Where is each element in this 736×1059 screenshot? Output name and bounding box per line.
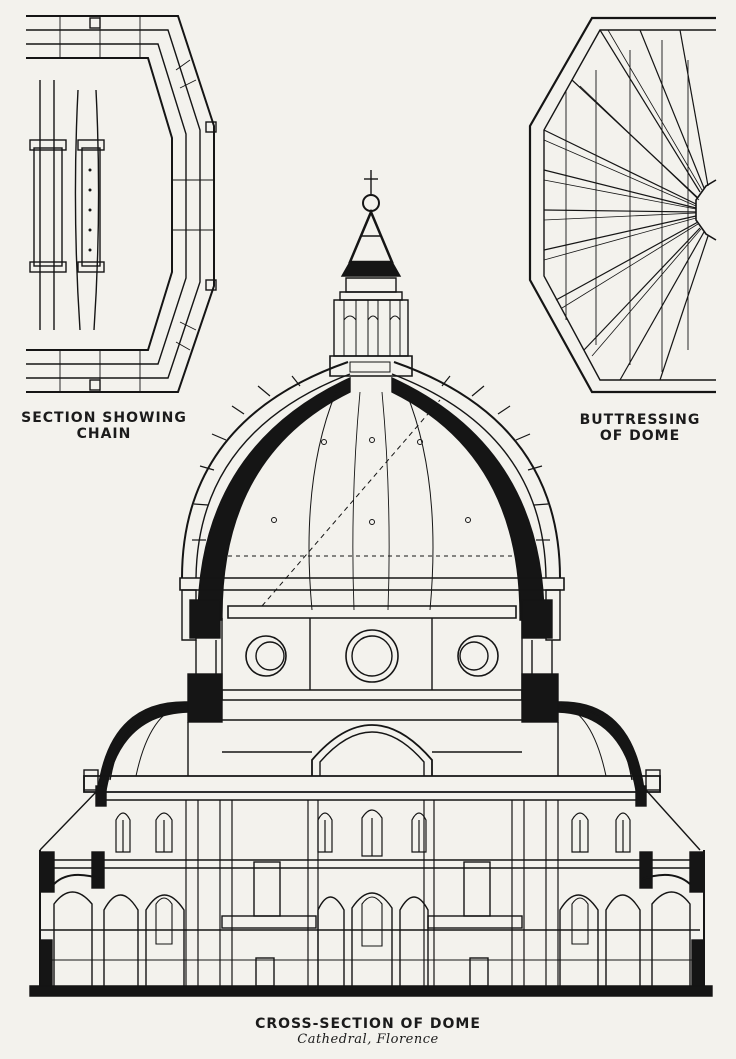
main-title: CROSS-SECTION OF DOME — [255, 1016, 481, 1032]
chain-section-plan — [26, 15, 217, 393]
chain-caption: SECTION SHOWING CHAIN — [18, 410, 190, 442]
buttressing-caption-line1: BUTTRESSING — [579, 412, 701, 428]
drum — [187, 605, 559, 723]
crossing-elevation — [29, 701, 713, 997]
buttressing-plan — [528, 16, 717, 394]
lantern — [329, 170, 413, 377]
buttressing-caption-line2: OF DOME — [599, 428, 681, 444]
chain-caption-line2: CHAIN — [76, 426, 132, 442]
main-caption: CROSS-SECTION OF DOME Cathedral, Florenc… — [218, 1016, 518, 1047]
chain-caption-line1: SECTION SHOWING — [21, 410, 187, 426]
buttressing-caption: BUTTRESSING OF DOME — [560, 412, 720, 444]
dome-shells — [179, 361, 565, 641]
subtitle: Cathedral, Florence — [297, 1032, 439, 1047]
